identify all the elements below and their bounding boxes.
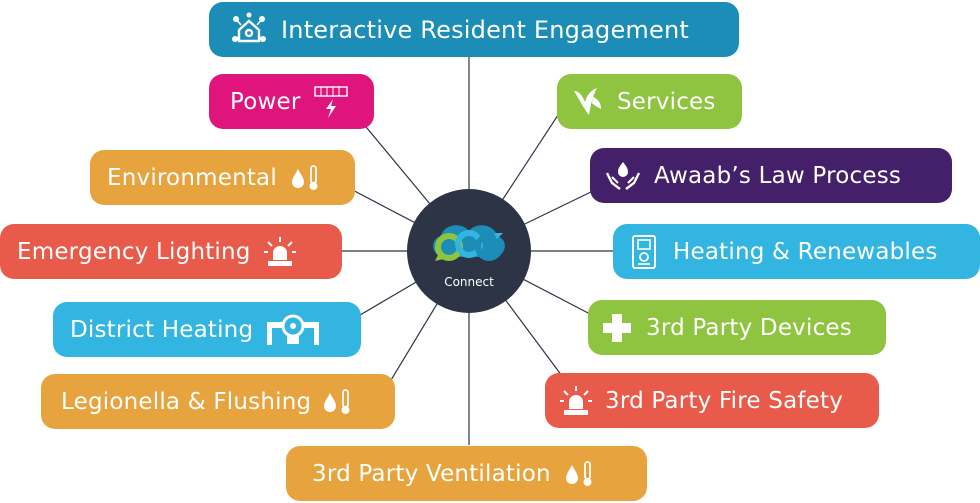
node-services[interactable]: Services <box>557 74 742 129</box>
plus-icon <box>600 311 634 345</box>
connect-logo-icon <box>433 225 505 261</box>
node-label: Awaab’s Law Process <box>654 162 902 189</box>
hub-label: Connect <box>444 275 494 289</box>
node-awaabs-law-process[interactable]: Awaab’s Law Process <box>590 148 952 203</box>
connect-hub[interactable]: Connect <box>407 189 531 313</box>
node-label: 3rd Party Ventilation <box>312 460 551 487</box>
node-label: District Heating <box>70 316 254 343</box>
node-power[interactable]: Power <box>209 74 374 129</box>
node-label: Emergency Lighting <box>17 238 251 265</box>
node-label: Interactive Resident Engagement <box>281 15 689 44</box>
node-3rd-party-ventilation[interactable]: 3rd Party Ventilation <box>286 446 647 501</box>
node-environmental[interactable]: Environmental <box>90 150 355 205</box>
node-label: Heating & Renewables <box>673 238 938 265</box>
beacon-icon <box>559 385 593 417</box>
smart-home-icon <box>231 12 267 48</box>
beacon-icon <box>263 236 297 268</box>
node-district-heating[interactable]: District Heating <box>53 302 361 357</box>
hands-icon <box>604 159 642 193</box>
node-label: Services <box>617 88 716 115</box>
node-3rd-party-devices[interactable]: 3rd Party Devices <box>588 300 886 355</box>
meter-icon <box>313 85 349 119</box>
node-emergency-lighting[interactable]: Emergency Lighting <box>0 224 342 279</box>
drop-thermometer-icon <box>289 163 321 193</box>
node-heating-renewables[interactable]: Heating & Renewables <box>613 224 980 279</box>
drop-thermometer-icon <box>563 459 595 489</box>
drop-thermometer-icon <box>321 387 353 417</box>
node-interactive-resident-engagement[interactable]: Interactive Resident Engagement <box>209 2 739 57</box>
node-label: Legionella & Flushing <box>61 388 312 415</box>
boiler-icon <box>631 234 657 270</box>
node-3rd-party-fire-safety[interactable]: 3rd Party Fire Safety <box>545 373 879 428</box>
services-logo-icon <box>571 85 605 119</box>
node-label: 3rd Party Devices <box>646 314 852 341</box>
node-label: 3rd Party Fire Safety <box>605 387 844 414</box>
node-label: Power <box>230 88 301 115</box>
node-label: Environmental <box>107 164 277 191</box>
node-legionella-flushing[interactable]: Legionella & Flushing <box>41 374 395 429</box>
pipe-meter-icon <box>267 313 320 347</box>
